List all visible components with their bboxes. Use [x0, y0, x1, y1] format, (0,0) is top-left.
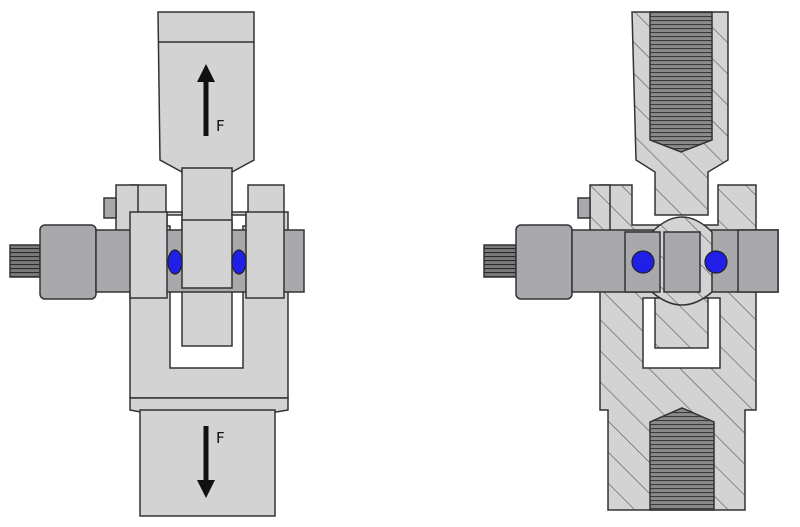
clevis-arm-left-over-pin — [129, 211, 168, 299]
pin-segment-2 — [663, 231, 701, 293]
ball-right-section — [704, 250, 728, 274]
side-bracket-section — [589, 184, 611, 236]
left-view-exterior: F F — [9, 11, 305, 517]
pin-segment-3 — [737, 229, 779, 293]
tongue-section-lower — [654, 297, 709, 349]
ball-left — [167, 249, 183, 275]
force-arrow-down — [197, 426, 215, 498]
ball-right — [231, 249, 247, 275]
pin-thread-end-section — [483, 244, 517, 278]
right-view-section — [483, 11, 779, 511]
bottom-threaded-bore — [649, 407, 715, 511]
tongue-over-pin — [181, 219, 233, 289]
set-screw-section — [577, 197, 591, 219]
top-threaded-bore — [649, 11, 713, 153]
ball-left-section — [631, 250, 655, 274]
force-label-bottom: F — [216, 429, 225, 447]
set-screw — [103, 197, 117, 219]
clevis-arm-right-over-pin — [245, 211, 285, 299]
pin-knob — [39, 224, 97, 300]
force-arrow-up — [197, 64, 215, 136]
pin-thread-end — [9, 244, 41, 278]
force-label-top: F — [216, 117, 225, 135]
pin-knob-section — [515, 224, 573, 300]
